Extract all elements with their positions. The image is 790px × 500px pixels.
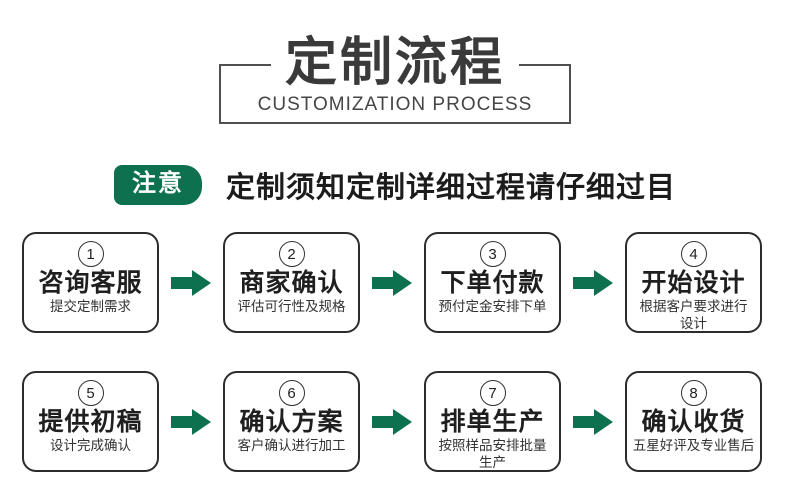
step-card-8: 8 确认收货 五星好评及专业售后 bbox=[625, 371, 762, 472]
step-title: 确认方案 bbox=[239, 408, 344, 436]
step-number-badge: 7 bbox=[479, 380, 506, 406]
right-arrow-icon bbox=[159, 269, 223, 297]
notice-badge: 注意 bbox=[113, 165, 202, 205]
step-title: 咨询客服 bbox=[38, 269, 143, 297]
step-number-badge: 4 bbox=[680, 241, 707, 267]
header: 定制流程 CUSTOMIZATION PROCESS bbox=[219, 34, 571, 124]
step-number-badge: 5 bbox=[77, 380, 104, 406]
step-card-3: 3 下单付款 预付定金安排下单 bbox=[424, 232, 561, 333]
step-card-4: 4 开始设计 根据客户要求进行 设计 bbox=[625, 232, 762, 333]
step-description: 五星好评及专业售后 bbox=[632, 438, 755, 453]
step-card-2: 2 商家确认 评估可行性及规格 bbox=[223, 232, 360, 333]
step-card-7: 7 排单生产 按照样品安排批量 生产 bbox=[424, 371, 561, 472]
step-card-6: 6 确认方案 客户确认进行加工 bbox=[223, 371, 360, 472]
step-title: 确认收货 bbox=[641, 408, 746, 436]
right-arrow-icon bbox=[561, 269, 625, 297]
notice-row: 注意 定制须知定制详细过程请仔细过目 bbox=[0, 164, 790, 206]
right-arrow-icon bbox=[561, 408, 625, 436]
step-title: 商家确认 bbox=[239, 269, 344, 297]
step-card-1: 1 咨询客服 提交定制需求 bbox=[22, 232, 159, 333]
step-description: 提交定制需求 bbox=[50, 299, 131, 314]
step-description: 根据客户要求进行 设计 bbox=[639, 299, 748, 331]
step-description: 评估可行性及规格 bbox=[237, 299, 346, 314]
page-title-text: 定制流程 bbox=[270, 34, 519, 92]
step-number-badge: 3 bbox=[479, 241, 506, 267]
right-arrow-icon bbox=[159, 408, 223, 436]
step-title: 排单生产 bbox=[440, 408, 545, 436]
step-description: 客户确认进行加工 bbox=[237, 438, 346, 453]
step-number-badge: 8 bbox=[680, 380, 707, 406]
flow-row-2: 5 提供初稿 设计完成确认 6 确认方案 客户确认进行加工 7 排单生产 按照样… bbox=[22, 371, 790, 472]
step-description: 设计完成确认 bbox=[50, 438, 131, 453]
right-arrow-icon bbox=[360, 408, 424, 436]
step-description: 预付定金安排下单 bbox=[438, 299, 547, 314]
flow-row-1: 1 咨询客服 提交定制需求 2 商家确认 评估可行性及规格 3 下单付款 预付定… bbox=[22, 232, 790, 333]
page-title: 定制流程 bbox=[219, 34, 571, 92]
step-title: 下单付款 bbox=[440, 269, 545, 297]
step-description: 按照样品安排批量 生产 bbox=[438, 438, 547, 470]
notice-text: 定制须知定制详细过程请仔细过目 bbox=[225, 172, 676, 204]
process-flow: 1 咨询客服 提交定制需求 2 商家确认 评估可行性及规格 3 下单付款 预付定… bbox=[0, 232, 790, 472]
step-title: 开始设计 bbox=[641, 269, 746, 297]
right-arrow-icon bbox=[360, 269, 424, 297]
page-subtitle: CUSTOMIZATION PROCESS bbox=[257, 94, 533, 115]
step-number-badge: 2 bbox=[278, 241, 305, 267]
step-number-badge: 1 bbox=[77, 241, 104, 267]
step-title: 提供初稿 bbox=[38, 408, 143, 436]
step-number-badge: 6 bbox=[278, 380, 305, 406]
step-card-5: 5 提供初稿 设计完成确认 bbox=[22, 371, 159, 472]
